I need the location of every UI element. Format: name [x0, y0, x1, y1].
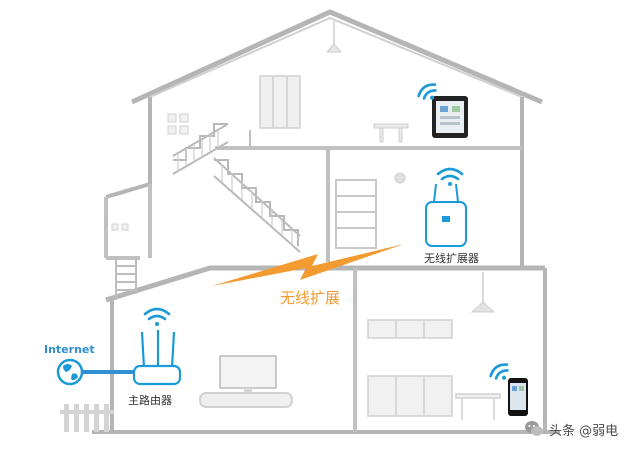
stair-balusters: [177, 130, 293, 245]
tablet-icon: [432, 96, 468, 138]
interior-walls: [104, 130, 522, 432]
wifi-icon: [436, 167, 464, 186]
wireless-extender-label: 无线扩展器: [424, 252, 479, 265]
kitchen-lamp: [470, 272, 496, 313]
internet-label: Internet: [44, 343, 95, 356]
attic-table: [373, 123, 409, 143]
phone-icon: [508, 378, 528, 416]
wifi-icon: [143, 307, 171, 326]
kitchen-room: [367, 319, 501, 420]
staircase: [172, 123, 301, 253]
bookshelf: [335, 179, 377, 249]
lightning-bolt-icon: [212, 244, 404, 286]
router-icon: [132, 330, 182, 386]
watermark-text: 头条 @弱电: [549, 423, 619, 439]
house-outline: [92, 9, 560, 434]
wifi-icon: [417, 83, 437, 100]
ladder: [115, 258, 137, 300]
wechat-icon: [525, 421, 543, 436]
wifi-icon: [489, 363, 509, 380]
left-windows: [111, 113, 189, 231]
wireless-extension-label: 无线扩展: [280, 289, 341, 307]
main-router-label: 主路由器: [128, 394, 172, 407]
wall-clock: [394, 172, 406, 184]
watermark: 头条 @弱电: [524, 418, 618, 440]
globe-icon: [56, 358, 84, 386]
attic-lamp: [325, 20, 343, 53]
extender-icon: [425, 183, 467, 247]
living-room-furniture: [199, 355, 293, 408]
fence: [60, 404, 114, 432]
attic-wardrobe: [259, 75, 301, 129]
